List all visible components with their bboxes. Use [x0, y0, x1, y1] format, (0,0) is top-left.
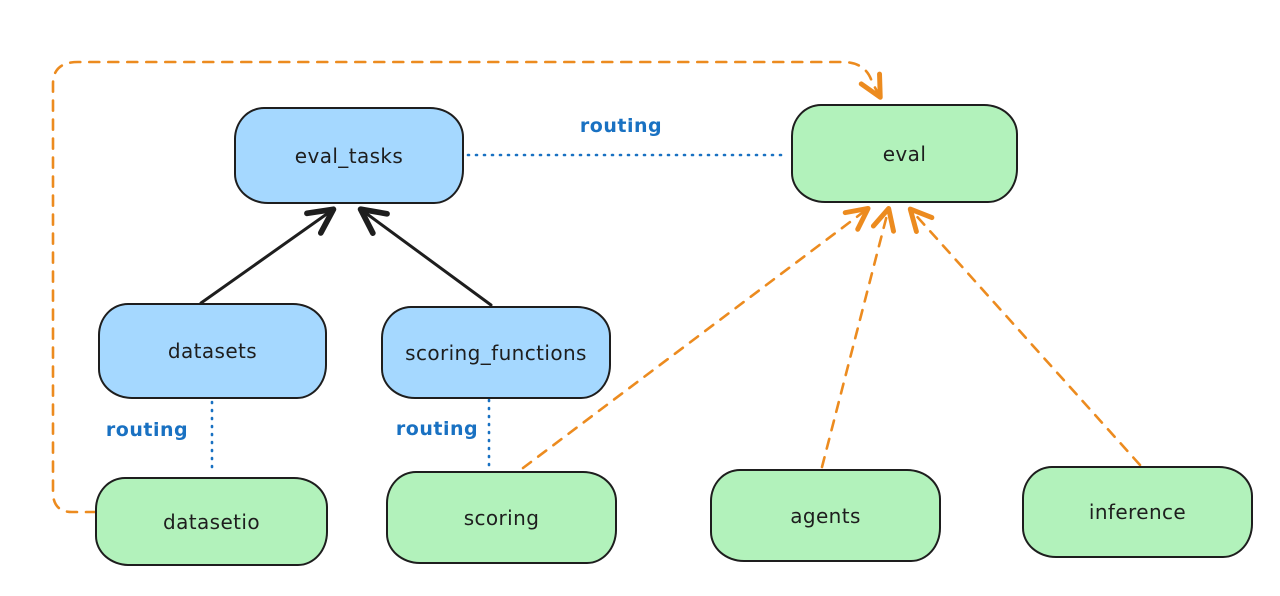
edge-label-routing-left: routing: [105, 419, 189, 441]
node-datasetio-label: datasetio: [162, 509, 260, 534]
node-eval-tasks-label: eval_tasks: [294, 143, 404, 168]
edge-datasetio-to-eval: [51, 60, 883, 514]
edge-agents-to-eval: [820, 206, 896, 469]
node-agents: agents: [710, 469, 941, 562]
node-eval-label: eval: [882, 141, 927, 166]
node-scoring: scoring: [386, 471, 617, 564]
node-datasetio: datasetio: [95, 477, 328, 566]
node-scoring-label: scoring: [463, 505, 540, 530]
edge-label-routing-middle: routing: [395, 418, 479, 440]
node-scoring-functions: scoring_functions: [381, 306, 611, 399]
node-scoring-functions-label: scoring_functions: [405, 340, 587, 365]
edge-scoring-functions-to-eval-tasks: [357, 206, 493, 307]
node-inference: inference: [1022, 466, 1253, 558]
edge-inference-to-eval: [907, 206, 1142, 467]
edge-label-routing-top: routing: [579, 115, 663, 137]
node-inference-label: inference: [1088, 500, 1187, 524]
node-eval: eval: [791, 104, 1018, 203]
node-datasets: datasets: [98, 303, 327, 399]
edge-scoring-to-eval: [521, 205, 871, 470]
node-datasets-label: datasets: [167, 339, 258, 363]
node-eval-tasks: eval_tasks: [234, 107, 464, 204]
node-agents-label: agents: [790, 503, 861, 528]
edge-datasets-to-eval-tasks: [199, 206, 337, 305]
